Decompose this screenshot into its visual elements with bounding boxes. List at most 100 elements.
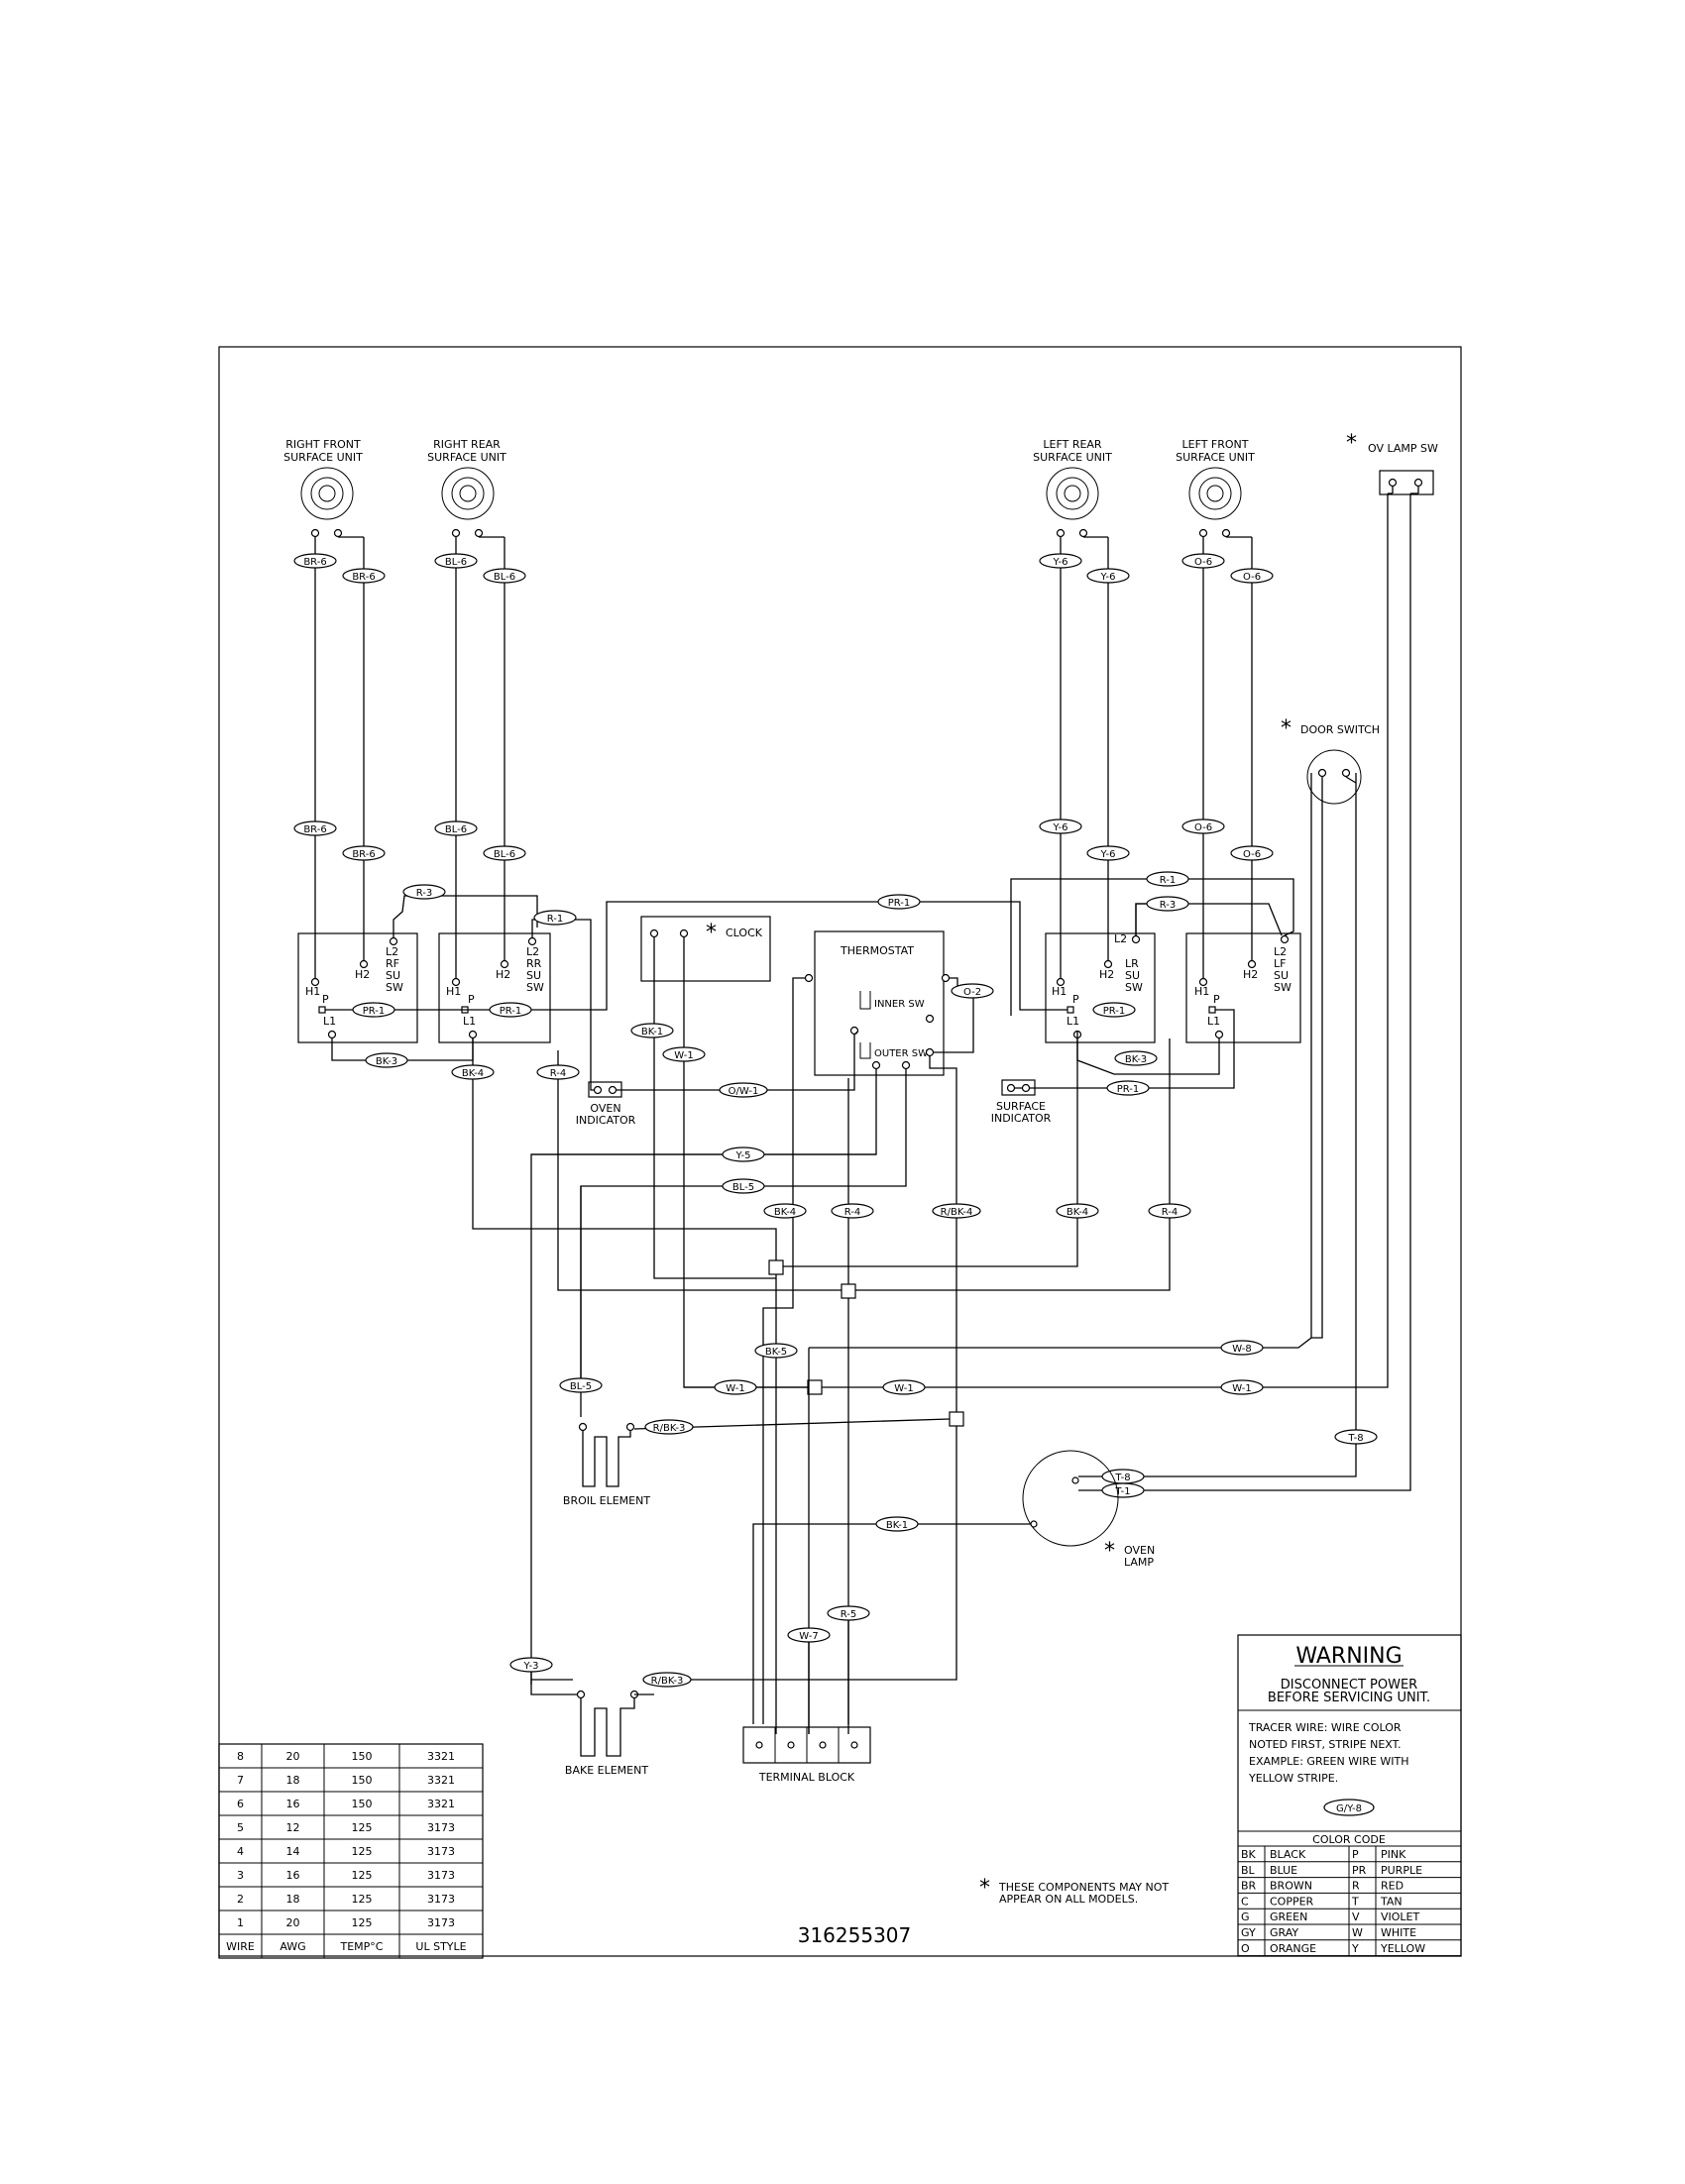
svg-text:P: P [1213, 993, 1220, 1006]
asterisk-icon: * [979, 1876, 990, 1901]
broil-element-icon [582, 1431, 631, 1487]
asterisk-icon: * [706, 921, 717, 945]
svg-text:RR: RR [526, 957, 542, 970]
lamp-icon [1022, 1450, 1119, 1547]
wire-table-cell: 7 [237, 1774, 244, 1787]
color-abbr: O [1241, 1942, 1250, 1955]
color-name: VIOLET [1381, 1911, 1420, 1923]
svg-text:NOTED FIRST, STRIPE NEXT.: NOTED FIRST, STRIPE NEXT. [1249, 1738, 1402, 1751]
broil-element: BROIL ELEMENT [563, 1422, 650, 1507]
upper-wire-tags: BR-6 BR-6 BL-6 BL-6 Y-6 Y-6 O-6 O-6 BR-6… [293, 553, 1274, 861]
svg-text:BK-4: BK-4 [1067, 1207, 1088, 1218]
wire-tag: PR-1 [877, 894, 921, 910]
svg-text:H1: H1 [1194, 985, 1209, 998]
lower-wire-tags: Y-5 BL-5 BK-4 R-4 R/BK-4 BK-4 R-4 BK-5 W… [509, 1147, 1378, 1688]
wire-table-cell: 16 [286, 1798, 300, 1810]
color-abbr: T [1351, 1895, 1359, 1908]
svg-text:EXAMPLE: GREEN WIRE WITH: EXAMPLE: GREEN WIRE WITH [1249, 1755, 1409, 1768]
svg-text:OUTER SW: OUTER SW [874, 1048, 928, 1059]
wire-tag: R-3 [1146, 896, 1189, 912]
wire-table-cell: WIRE [226, 1940, 255, 1953]
svg-text:BR-6: BR-6 [352, 572, 375, 583]
wire-tag: Y-6 [1039, 819, 1082, 834]
svg-text:G/Y-8: G/Y-8 [1336, 1803, 1362, 1814]
svg-text:O/W-1: O/W-1 [729, 1086, 759, 1097]
wire-tag: BK-1 [875, 1516, 919, 1532]
wire-tag: BR-6 [293, 820, 337, 836]
lr-surface-unit-switch: H1 H2 L2 LR SU SW P L1 [1045, 932, 1156, 1043]
color-name: GRAY [1270, 1926, 1298, 1939]
junction-box [768, 1259, 784, 1275]
wire-tag: O-6 [1230, 568, 1274, 584]
color-abbr: G [1241, 1911, 1250, 1923]
svg-text:L2: L2 [1114, 932, 1127, 945]
wire-tag: Y-6 [1039, 553, 1082, 569]
svg-text:THESE COMPONENTS MAY NOT: THESE COMPONENTS MAY NOT [998, 1881, 1169, 1894]
wire-table-cell: 3 [237, 1869, 244, 1882]
color-name: WHITE [1381, 1926, 1416, 1939]
svg-text:P: P [1072, 993, 1079, 1006]
wire-table-cell: 1 [237, 1916, 244, 1929]
burner-coil-icon [1188, 467, 1242, 520]
svg-text:R-1: R-1 [1160, 875, 1177, 886]
svg-text:RF: RF [386, 957, 399, 970]
junction-box [949, 1411, 964, 1427]
svg-text:H2: H2 [1243, 968, 1258, 981]
svg-text:H1: H1 [446, 985, 461, 998]
color-name: BROWN [1270, 1880, 1312, 1893]
wire-tag: R-1 [1146, 871, 1189, 887]
right-rear-label-1: RIGHT REAR [433, 438, 501, 451]
wire-tag: Y-3 [509, 1657, 553, 1673]
svg-text:INNER SW: INNER SW [874, 999, 925, 1010]
wire-table-cell: 3173 [427, 1893, 455, 1906]
svg-text:PR-1: PR-1 [500, 1006, 522, 1017]
asterisk-icon: * [1346, 431, 1357, 456]
svg-text:H2: H2 [1099, 968, 1114, 981]
junction-box [807, 1379, 823, 1395]
svg-text:L2: L2 [1274, 945, 1287, 958]
wire-tag: BK-4 [1056, 1203, 1099, 1219]
svg-text:BK-5: BK-5 [765, 1347, 787, 1358]
burner-coil-icon [441, 467, 495, 520]
wire-tag: BR-6 [342, 845, 386, 861]
surface-unit-wires [314, 536, 1253, 979]
right-front-surface-unit: RIGHT FRONT SURFACE UNIT [283, 438, 363, 538]
diagram-frame [218, 346, 1462, 1957]
switch-wire-tags: R-3 R-1 PR-1 PR-1 BK-3 BK-4 R-4 PR-1 R-1… [352, 871, 1189, 1096]
left-rear-label-2: SURFACE UNIT [1033, 451, 1112, 464]
svg-text:T-8: T-8 [1114, 1473, 1130, 1483]
color-name: GREEN [1270, 1911, 1307, 1923]
wire-table-cell: 3321 [427, 1798, 455, 1810]
svg-text:Y-6: Y-6 [1100, 572, 1116, 583]
wire-table-cell: 125 [352, 1821, 373, 1834]
svg-text:W-8: W-8 [1232, 1344, 1251, 1355]
wire-tag: BL-6 [434, 553, 478, 569]
color-abbr: PR [1352, 1864, 1367, 1877]
wire-tag: R/BK-3 [644, 1419, 694, 1435]
svg-text:BL-5: BL-5 [732, 1182, 754, 1193]
svg-text:BK-1: BK-1 [886, 1520, 908, 1531]
wire-tag: Y-5 [722, 1147, 765, 1162]
wire-table-cell: 125 [352, 1916, 373, 1929]
svg-text:SW: SW [1125, 981, 1143, 994]
svg-text:DOOR SWITCH: DOOR SWITCH [1300, 723, 1380, 736]
left-rear-surface-unit: LEFT REAR SURFACE UNIT [1033, 438, 1112, 538]
wire-table-cell: 18 [286, 1774, 300, 1787]
wire-tag: O-6 [1181, 553, 1225, 569]
svg-text:P: P [322, 993, 329, 1006]
svg-text:T-8: T-8 [1347, 1433, 1363, 1444]
wire-tag: T-8 [1334, 1429, 1378, 1445]
svg-text:L2: L2 [526, 945, 539, 958]
svg-text:LF: LF [1274, 957, 1286, 970]
wire-table-cell: 16 [286, 1869, 300, 1882]
svg-text:Y-6: Y-6 [1053, 822, 1068, 833]
svg-text:BL-6: BL-6 [445, 824, 467, 835]
wire-tag: R-5 [827, 1605, 870, 1621]
